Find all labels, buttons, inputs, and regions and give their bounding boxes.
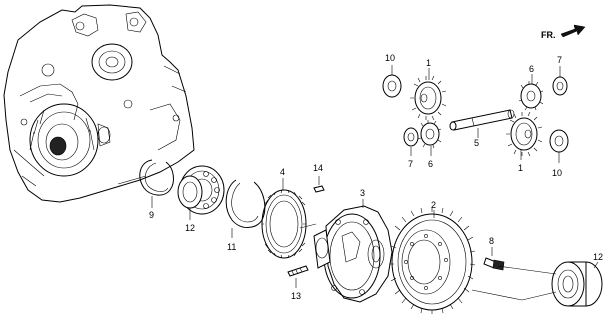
front-direction-label: FR. bbox=[541, 30, 556, 40]
part-6-side-gear-left bbox=[417, 120, 442, 149]
part-1-bottom-callout: 1 bbox=[518, 163, 523, 173]
part-13-callout: 13 bbox=[291, 291, 301, 301]
front-direction-arrow-icon bbox=[560, 24, 586, 38]
part-1-pinion-gear-bottom bbox=[506, 111, 543, 157]
front-direction-indicator: FR. bbox=[541, 24, 586, 40]
part-4-callout: 4 bbox=[280, 167, 285, 177]
part-10-thrust-washer-bottom bbox=[549, 129, 569, 153]
part-12-right-leader bbox=[593, 261, 599, 269]
part-8-bolt bbox=[483, 257, 505, 271]
part-1-pinion-gear-top bbox=[410, 75, 447, 121]
part-11-callout: 11 bbox=[227, 242, 236, 252]
part-6-left-callout: 6 bbox=[428, 159, 433, 169]
part-7-washer-left bbox=[403, 127, 419, 147]
part-3-callout: 3 bbox=[360, 188, 365, 198]
part-12-right-callout: 12 bbox=[593, 252, 603, 262]
part-10-thrust-washer-top bbox=[382, 74, 402, 98]
part-7-left-callout: 7 bbox=[408, 159, 413, 169]
part-3-differential-carrier bbox=[313, 205, 393, 303]
part-14-pin bbox=[313, 185, 325, 193]
part-7-washer-right bbox=[552, 76, 568, 96]
part-12-left-callout: 12 bbox=[185, 223, 195, 233]
part-13-pinion-shaft-pin bbox=[287, 265, 309, 277]
part-2-final-driven-gear bbox=[389, 207, 476, 314]
part-5-pinion-shaft bbox=[449, 109, 515, 131]
part-12-ball-bearing-left bbox=[177, 165, 225, 215]
part-4-gear-ring bbox=[261, 189, 307, 259]
part-6-side-gear-right bbox=[518, 81, 544, 111]
transmission-case-housing bbox=[3, 4, 195, 203]
assembly-guide-lines bbox=[117, 175, 557, 301]
part-14-callout: 14 bbox=[313, 163, 323, 173]
part-1-top-callout: 1 bbox=[426, 58, 431, 68]
part-12-ball-bearing-right bbox=[551, 261, 603, 307]
part-9-callout: 9 bbox=[149, 210, 154, 220]
part-6-right-callout: 6 bbox=[529, 64, 534, 74]
part-9-snap-ring bbox=[139, 159, 174, 196]
part-8-callout: 8 bbox=[489, 236, 494, 246]
part-10-bottom-callout: 10 bbox=[552, 168, 562, 178]
part-10-top-callout: 10 bbox=[385, 53, 395, 63]
part-5-callout: 5 bbox=[474, 138, 479, 148]
part-2-callout: 2 bbox=[431, 200, 436, 210]
part-7-right-callout: 7 bbox=[557, 55, 562, 65]
part-11-snap-ring bbox=[225, 179, 266, 228]
